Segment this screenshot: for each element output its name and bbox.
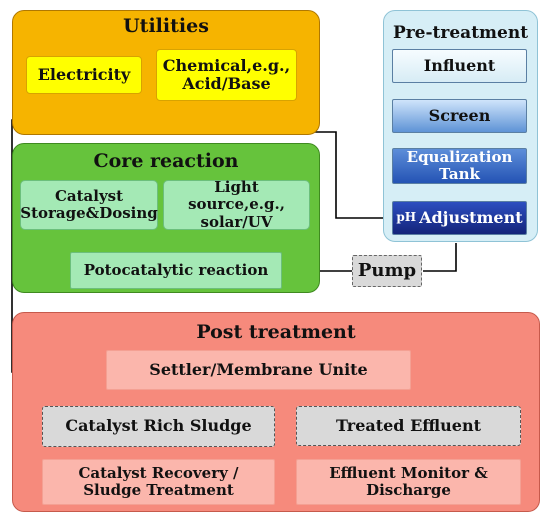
catalyst-rich-sludge-box[interactable]: Catalyst Rich Sludge: [42, 406, 275, 447]
core-reaction-group: Core reaction Catalyst Storage&Dosing Li…: [12, 143, 320, 293]
pretreatment-group: Pre-treatment Influent Screen Equalizati…: [383, 10, 538, 242]
treated-effluent-box[interactable]: Treated Effluent: [296, 406, 521, 446]
ph-adjustment-label: Adjustment: [419, 207, 523, 227]
recovery-label-line2: Sludge Treatment: [83, 481, 234, 499]
utilities-group: Utilities Electricity Chemical,e.g., Aci…: [12, 10, 320, 135]
chemical-label: Chemical,e.g., Acid/Base: [162, 55, 291, 94]
catalyst-label-line2: Storage&Dosing: [20, 204, 158, 222]
monitor-label-line2: Discharge: [366, 481, 451, 499]
equalization-label-line2: Tank: [439, 165, 480, 183]
light-label-line2: solar/UV: [200, 212, 273, 231]
chemical-box[interactable]: Chemical,e.g., Acid/Base: [156, 49, 297, 101]
settler-membrane-box[interactable]: Settler/Membrane Unite: [106, 350, 411, 390]
post-treatment-group: Post treatment Settler/Membrane Unite Ca…: [12, 312, 540, 512]
chemical-label-line2: Acid/Base: [182, 74, 271, 93]
effluent-monitor-box[interactable]: Effluent Monitor & Discharge: [296, 459, 521, 505]
core-reaction-title: Core reaction: [93, 150, 239, 172]
recovery-label-line1: Catalyst Recovery /: [78, 463, 239, 482]
electricity-label: Electricity: [37, 64, 131, 84]
ph-adjustment-box[interactable]: pH Adjustment: [392, 201, 527, 235]
ph-prefix: pH: [396, 210, 417, 225]
monitor-label-line1: Effluent Monitor &: [329, 463, 488, 482]
equalization-label-line1: Equalization: [406, 147, 513, 166]
catalyst-recovery-box[interactable]: Catalyst Recovery / Sludge Treatment: [42, 459, 275, 505]
catalyst-storage-box[interactable]: Catalyst Storage&Dosing: [20, 180, 158, 230]
light-source-box[interactable]: Light source,e.g., solar/UV: [163, 178, 310, 231]
photocatalytic-label: Potocatalytic reaction: [83, 260, 269, 279]
equalization-tank-box[interactable]: Equalization Tank: [392, 148, 527, 184]
utilities-title: Utilities: [123, 15, 209, 37]
chemical-label-line1: Chemical,e.g.,: [162, 55, 291, 75]
sludge-label: Catalyst Rich Sludge: [65, 416, 252, 436]
photocatalytic-reaction-box[interactable]: Potocatalytic reaction: [70, 252, 282, 289]
electricity-box[interactable]: Electricity: [26, 56, 142, 94]
screen-box[interactable]: Screen: [392, 99, 527, 133]
light-label-line1: Light source,e.g.,: [188, 178, 285, 214]
influent-box[interactable]: Influent: [392, 49, 527, 83]
catalyst-label-line1: Catalyst: [54, 186, 124, 205]
settler-label: Settler/Membrane Unite: [149, 359, 368, 379]
treated-label: Treated Effluent: [336, 415, 481, 435]
screen-label: Screen: [428, 105, 491, 125]
pump-label: Pump: [357, 259, 417, 281]
influent-label: Influent: [423, 55, 496, 75]
pretreatment-title: Pre-treatment: [392, 23, 529, 43]
ph-to-pump-line: [423, 243, 457, 272]
post-treatment-title: Post treatment: [196, 321, 356, 343]
pump-box[interactable]: Pump: [352, 255, 422, 287]
